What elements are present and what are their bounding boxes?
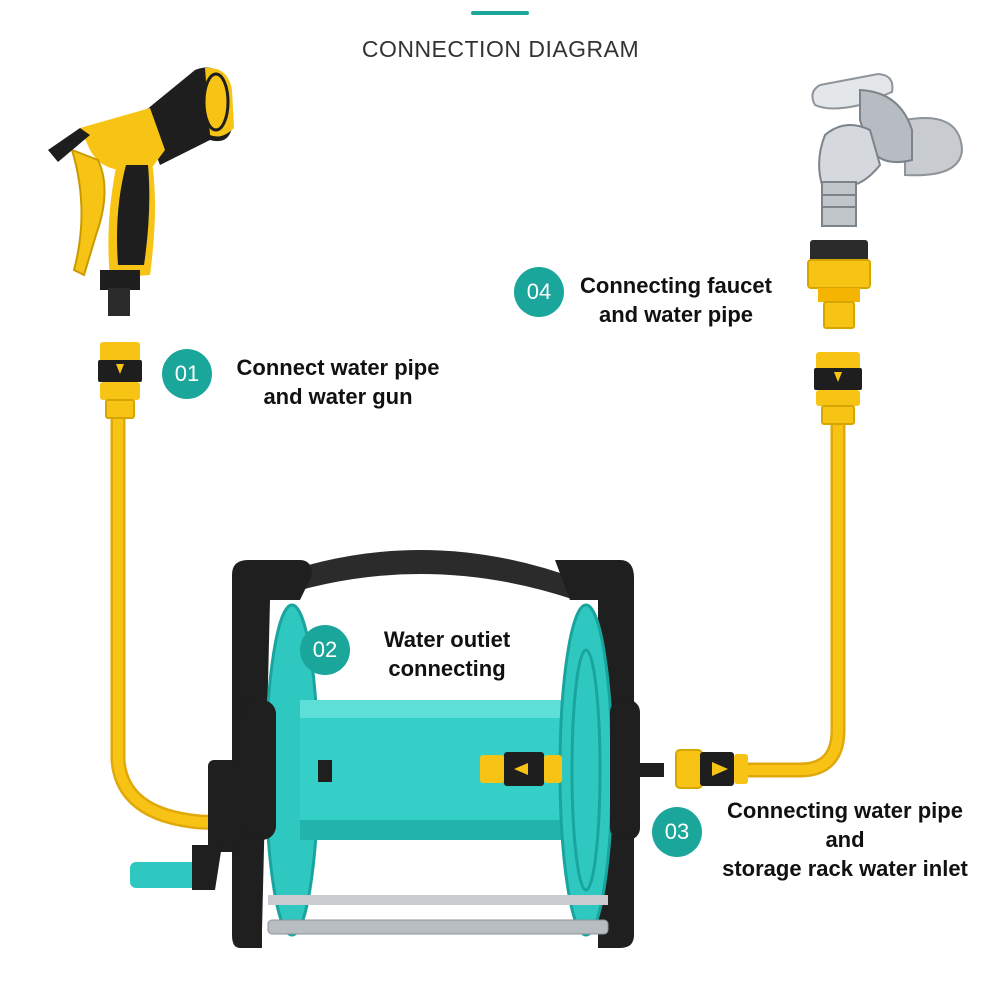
step-01-line1: Connect water pipe bbox=[236, 355, 440, 380]
step-03-label: Connecting water pipe and storage rack w… bbox=[700, 796, 990, 883]
step-03-line2: and bbox=[825, 827, 865, 852]
faucet-adapter-icon bbox=[807, 240, 871, 329]
step-03-badge: 03 bbox=[652, 807, 702, 857]
step-03-line1: Connecting water pipe bbox=[727, 798, 963, 823]
quick-connector-icon bbox=[98, 342, 142, 419]
title-accent-bar bbox=[471, 11, 529, 15]
step-02-line2: connecting bbox=[388, 656, 506, 681]
step-02-label: Water outiet connecting bbox=[352, 625, 542, 683]
step-01-line2: and water gun bbox=[263, 384, 413, 409]
step-02-line1: Water outiet bbox=[383, 627, 511, 652]
quick-connector-icon bbox=[675, 749, 748, 789]
step-04-badge: 04 bbox=[514, 267, 564, 317]
page-title: CONNECTION DIAGRAM bbox=[361, 36, 640, 62]
spray-gun-icon bbox=[48, 67, 234, 316]
step-03-line3: storage rack water inlet bbox=[722, 856, 968, 881]
faucet-icon bbox=[811, 72, 964, 227]
step-04-label: Connecting faucet and water pipe bbox=[566, 271, 786, 329]
step-04-line1: Connecting faucet bbox=[580, 273, 772, 298]
step-01-badge: 01 bbox=[162, 349, 212, 399]
hose-right bbox=[732, 412, 846, 778]
step-02-badge: 02 bbox=[300, 625, 350, 675]
hose-reel-icon bbox=[130, 550, 664, 948]
step-01-label: Connect water pipe and water gun bbox=[218, 353, 458, 411]
step-04-line2: and water pipe bbox=[598, 302, 754, 327]
quick-connector-icon bbox=[480, 752, 562, 786]
quick-connector-icon bbox=[814, 352, 862, 425]
